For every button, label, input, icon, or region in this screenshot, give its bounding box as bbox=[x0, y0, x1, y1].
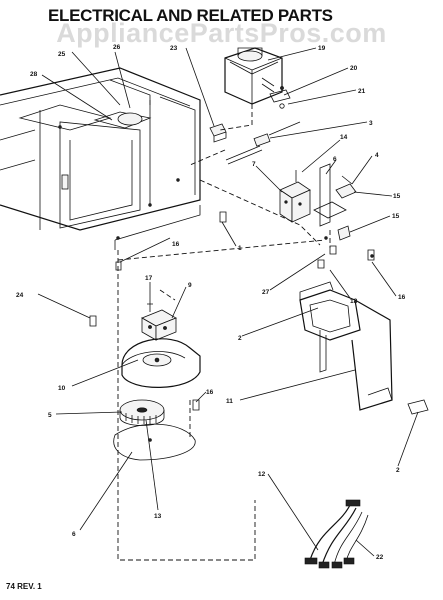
part-1-screw bbox=[219, 211, 227, 223]
callout-23: 23 bbox=[170, 45, 178, 52]
part-10-blower-housing bbox=[121, 338, 201, 388]
callout-2-upper: 2 bbox=[238, 335, 242, 342]
callout-16-middle: 16 bbox=[206, 389, 214, 396]
callout-1: 1 bbox=[238, 245, 242, 252]
part-11-bracket bbox=[299, 281, 429, 415]
part-9-fan-motor bbox=[141, 300, 177, 341]
part-3-diode-assembly bbox=[225, 121, 301, 165]
callout-7: 7 bbox=[252, 161, 256, 168]
switch-bracket-assembly bbox=[313, 163, 374, 258]
part-22-wire-harness bbox=[304, 499, 369, 569]
callout-21: 21 bbox=[358, 88, 366, 95]
loose-screws bbox=[89, 245, 375, 411]
callout-15-upper: 15 bbox=[393, 193, 401, 200]
callout-2-lower: 2 bbox=[396, 467, 400, 474]
callout-15-lower: 15 bbox=[392, 213, 400, 220]
callout-4: 4 bbox=[375, 152, 379, 159]
callout-18: 18 bbox=[350, 298, 358, 305]
callout-3: 3 bbox=[369, 120, 373, 127]
callout-12: 12 bbox=[258, 471, 266, 478]
callout-6-lower: 6 bbox=[72, 531, 76, 538]
part-6-base-plate bbox=[113, 423, 196, 461]
callout-9: 9 bbox=[188, 282, 192, 289]
part-5-fan-blade bbox=[119, 399, 165, 426]
revision-code: 74 REV. 1 bbox=[6, 582, 42, 591]
callout-22: 22 bbox=[376, 554, 384, 561]
callout-labels: 25 26 28 23 19 20 21 3 14 6 4 7 15 15 1 … bbox=[16, 44, 406, 561]
callout-10: 10 bbox=[58, 385, 66, 392]
watermark-logo: AppliancePartsPros.com bbox=[56, 18, 387, 48]
callout-20: 20 bbox=[350, 65, 358, 72]
callout-27: 27 bbox=[262, 289, 270, 296]
callout-11: 11 bbox=[226, 398, 233, 405]
callout-25: 25 bbox=[58, 51, 66, 58]
magnetron bbox=[224, 47, 284, 105]
callout-16-right: 16 bbox=[398, 294, 406, 301]
callout-14: 14 bbox=[340, 134, 348, 141]
callout-17: 17 bbox=[145, 275, 153, 282]
thermal-cutout-hardware bbox=[269, 89, 291, 109]
callout-16-left: 16 bbox=[172, 241, 180, 248]
cabinet-cavity bbox=[0, 67, 201, 250]
callout-13: 13 bbox=[154, 513, 162, 520]
callout-19: 19 bbox=[318, 45, 326, 52]
part-23-terminal-block bbox=[209, 123, 227, 143]
assembly-dashed-lines bbox=[117, 104, 331, 561]
diagram-title: ELECTRICAL AND RELATED PARTS bbox=[48, 6, 333, 25]
callout-28: 28 bbox=[30, 71, 38, 78]
callout-26: 26 bbox=[113, 44, 121, 51]
callout-5: 5 bbox=[48, 412, 52, 419]
leader-lines bbox=[37, 47, 419, 557]
callout-6-upper: 6 bbox=[333, 156, 337, 163]
callout-24: 24 bbox=[16, 292, 24, 299]
part-7-capacitor-module bbox=[279, 170, 311, 223]
